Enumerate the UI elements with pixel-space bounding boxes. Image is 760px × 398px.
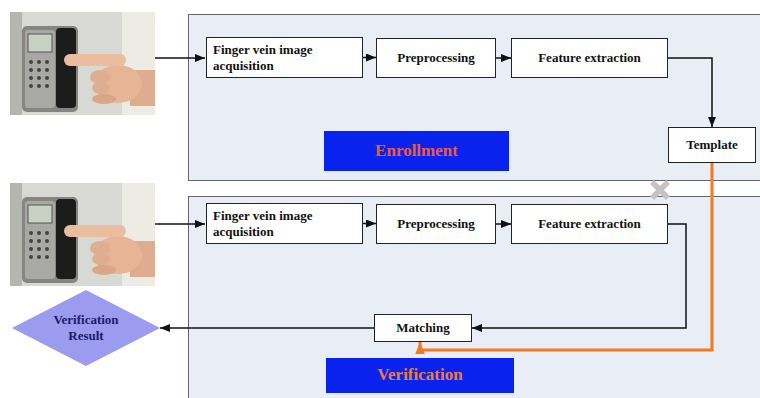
process-box: Feature extraction <box>511 204 668 244</box>
process-box: Preprocessing <box>376 204 496 244</box>
arrow-connector <box>496 223 511 225</box>
arrow-connector <box>160 327 374 329</box>
box-text: Finger vein image acquisition <box>213 42 356 73</box>
box-text: Feature extraction <box>538 50 641 66</box>
scanner-photo <box>10 12 155 115</box>
box-text: Finger vein image acquisition <box>213 208 356 239</box>
arrow-connector <box>363 57 376 59</box>
verification-panel <box>189 197 760 398</box>
watermark-mark <box>650 180 670 200</box>
stage-title: Verification <box>377 365 462 385</box>
input-arrow <box>155 223 205 225</box>
process-box: Preprocessing <box>376 38 496 78</box>
result-text: Verification Result <box>43 312 129 343</box>
process-box: Feature extraction <box>511 38 668 78</box>
stage-title: Enrollment <box>375 141 458 161</box>
box-text: Matching <box>396 320 449 336</box>
diamond-shape <box>12 290 160 366</box>
scanner-photo <box>10 183 155 286</box>
box-text: Template <box>686 137 738 153</box>
input-arrow <box>155 57 205 59</box>
process-box: Finger vein image acquisition <box>206 37 363 78</box>
arrow-connector <box>496 57 511 59</box>
box-text: Preprocessing <box>397 216 475 232</box>
process-box: Matching <box>374 314 472 342</box>
stage-label: Verification <box>326 358 514 393</box>
arrow-connector <box>363 223 376 225</box>
process-box: Finger vein image acquisition <box>206 203 363 244</box>
stage-label: Enrollment <box>324 131 509 171</box>
enrollment-panel <box>189 15 760 181</box>
template-box: Template <box>668 127 756 163</box>
arrow-connector <box>668 58 712 127</box>
box-text: Preprocessing <box>397 50 475 66</box>
result-diamond: Verification Result <box>12 290 160 366</box>
box-text: Feature extraction <box>538 216 641 232</box>
